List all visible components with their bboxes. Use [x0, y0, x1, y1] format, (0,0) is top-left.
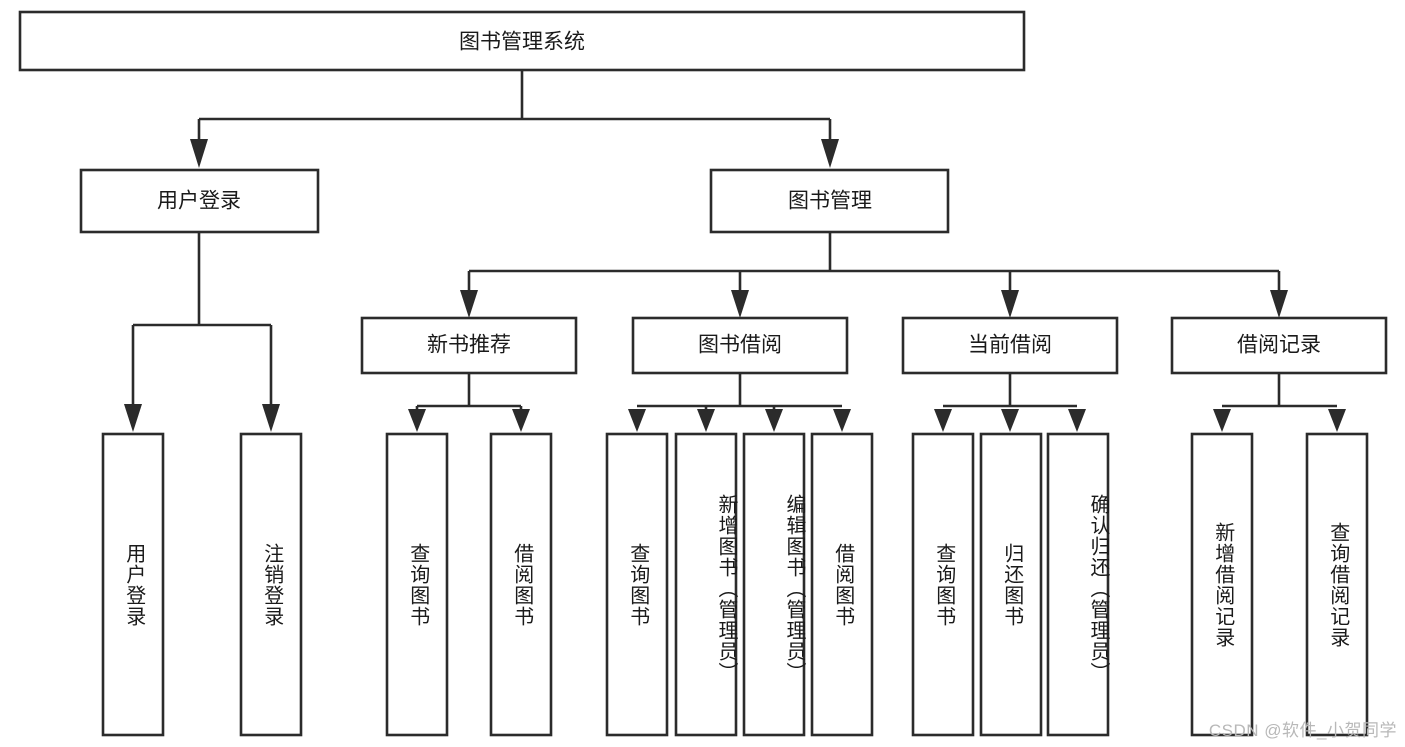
leaf-box-return-book[interactable]: [979, 432, 1043, 737]
node-root[interactable]: 图书管理系统: [18, 10, 1026, 72]
arrowhead-leaf-logout-login: [262, 404, 280, 432]
node-new-book-recommend-label: 新书推荐: [427, 334, 511, 357]
node-borrow-record[interactable]: 借阅记录: [1170, 316, 1388, 375]
arrowhead-leaf-add-book: [697, 409, 715, 432]
leaf-box-confirm-return[interactable]: [1046, 432, 1110, 737]
leaf-box-add-book[interactable]: [674, 432, 738, 737]
node-borrow-record-box[interactable]: [1170, 316, 1388, 375]
connector-group-new-book-recommend: [408, 373, 530, 432]
node-new-book-recommend-box[interactable]: [360, 316, 578, 375]
arrowhead-user-login: [190, 139, 208, 168]
leaf-box-logout-login[interactable]: [239, 432, 303, 737]
arrowhead-leaf-edit-book: [765, 409, 783, 432]
connector-group-borrow-record: [1213, 373, 1346, 432]
node-book-management[interactable]: 图书管理: [709, 168, 950, 234]
leaf-box-query-record[interactable]: [1305, 432, 1369, 737]
node-new-book-recommend[interactable]: 新书推荐: [360, 316, 578, 375]
leaf-box-query-book-3[interactable]: [911, 432, 975, 737]
node-user-login-box[interactable]: [79, 168, 320, 234]
node-book-borrow[interactable]: 图书借阅: [631, 316, 849, 375]
arrowhead-leaf-query-book-2: [628, 409, 646, 432]
node-book-borrow-box[interactable]: [631, 316, 849, 375]
node-root-label: 图书管理系统: [459, 31, 585, 54]
connector-group-user-login: [124, 232, 280, 432]
node-user-login[interactable]: 用户登录: [79, 168, 320, 234]
arrowhead-leaf-query-record: [1328, 409, 1346, 432]
arrowhead-book-management: [821, 139, 839, 168]
connector-group-root: [190, 70, 839, 168]
arrowhead-borrow-record: [1270, 290, 1288, 318]
arrowhead-leaf-confirm-return: [1068, 409, 1086, 432]
leaf-box-borrow-book-2[interactable]: [810, 432, 874, 737]
node-book-management-box[interactable]: [709, 168, 950, 234]
node-current-borrow-label: 当前借阅: [968, 334, 1052, 357]
leaf-box-add-record[interactable]: [1190, 432, 1254, 737]
node-current-borrow[interactable]: 当前借阅: [901, 316, 1119, 375]
node-borrow-record-label: 借阅记录: [1237, 334, 1321, 357]
leaf-boxes: [101, 432, 1369, 737]
arrowhead-leaf-return-book: [1001, 409, 1019, 432]
csdn-watermark: CSDN @软件_小贺同学: [1208, 721, 1397, 740]
connector-group-current-borrow: [934, 373, 1086, 432]
node-current-borrow-box[interactable]: [901, 316, 1119, 375]
arrowhead-leaf-user-login: [124, 404, 142, 432]
node-user-login-label: 用户登录: [157, 190, 241, 213]
node-root-box[interactable]: [18, 10, 1026, 72]
connector-group-book-management: [460, 232, 1288, 318]
leaf-box-borrow-book-1[interactable]: [489, 432, 553, 737]
leaf-box-user-login[interactable]: [101, 432, 165, 737]
leaf-box-query-book-1[interactable]: [385, 432, 449, 737]
leaf-box-query-book-2[interactable]: [605, 432, 669, 737]
node-book-borrow-label: 图书借阅: [698, 334, 782, 357]
arrowhead-new-book-recommend: [460, 290, 478, 318]
arrowhead-leaf-query-book-3: [934, 409, 952, 432]
arrowhead-leaf-query-book-1: [408, 409, 426, 432]
connector-group-book-borrow: [628, 373, 851, 432]
arrowhead-current-borrow: [1001, 290, 1019, 318]
arrowhead-leaf-borrow-book-2: [833, 409, 851, 432]
arrowhead-book-borrow: [731, 290, 749, 318]
arrowhead-leaf-borrow-book-1: [512, 409, 530, 432]
arrowhead-leaf-add-record: [1213, 409, 1231, 432]
node-book-management-label: 图书管理: [788, 190, 872, 213]
leaf-box-edit-book[interactable]: [742, 432, 806, 737]
